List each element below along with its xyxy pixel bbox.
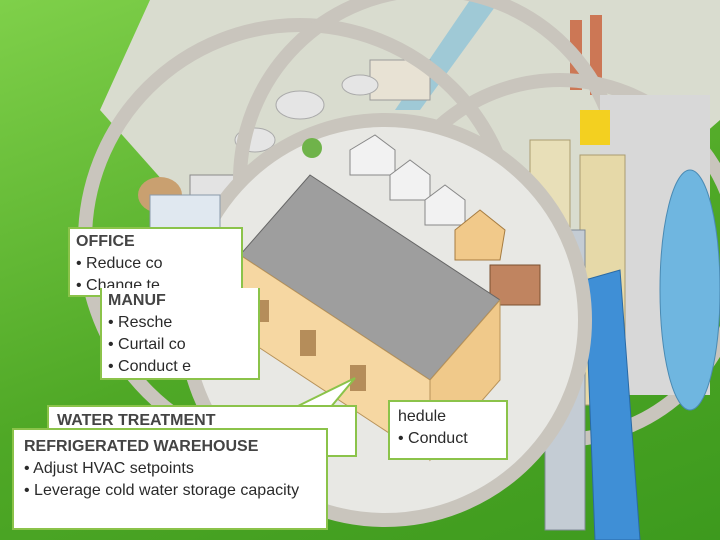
manufacturing-item: • Curtail co: [108, 334, 252, 356]
refrigerated-warehouse-title: REFRIGERATED WAREHOUSE: [24, 436, 316, 458]
rooftop-sign: [580, 110, 610, 145]
tower-glass-round: [660, 170, 720, 410]
tree: [302, 138, 322, 158]
partial-callout-item: hedule: [398, 406, 498, 428]
manufacturing-item: • Conduct e: [108, 356, 252, 378]
partial-callout-item: • Conduct: [398, 428, 498, 450]
water-tank: [276, 91, 324, 119]
water-tank: [342, 75, 378, 95]
manufacturing-item: • Resche: [108, 312, 252, 334]
office-item: • Reduce co: [76, 253, 235, 275]
warehouse-door: [350, 365, 366, 391]
warehouse-door: [300, 330, 316, 356]
manufacturing-title: MANUF: [108, 290, 252, 312]
refrigerated-warehouse-item: • Adjust HVAC setpoints: [24, 458, 316, 480]
manufacturing-callout: MANUF • Resche • Curtail co • Conduct e: [100, 288, 260, 380]
office-title: OFFICE: [76, 231, 235, 253]
office-callout: OFFICE • Reduce co • Change te: [68, 227, 243, 297]
partial-callout: hedule • Conduct: [388, 400, 508, 460]
refrigerated-warehouse-item: • Leverage cold water storage capacity: [24, 480, 316, 502]
refrigerated-warehouse-callout: REFRIGERATED WAREHOUSE • Adjust HVAC set…: [12, 428, 328, 530]
